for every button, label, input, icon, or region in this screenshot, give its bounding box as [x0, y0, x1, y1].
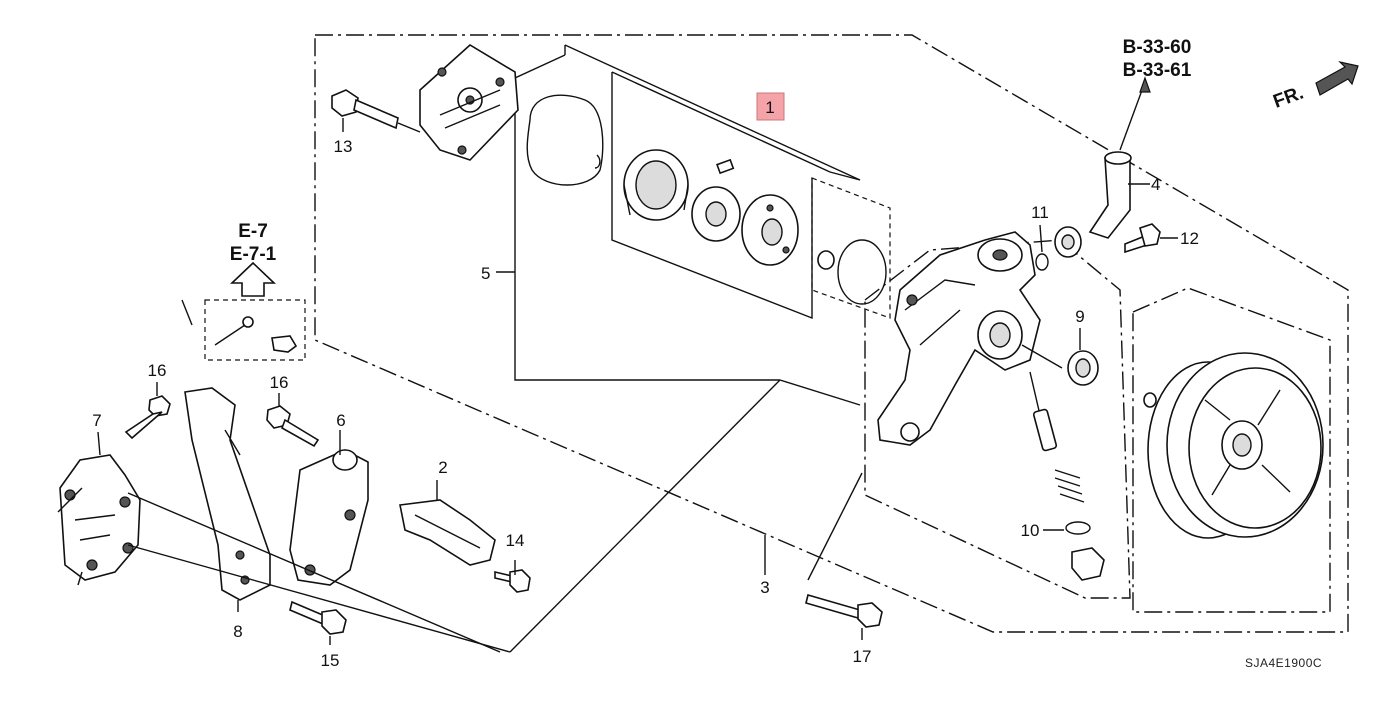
ref-b-33-61: B-33-61: [1123, 60, 1192, 81]
cam-ring-part: [623, 149, 689, 221]
pulley-box-outline: [1132, 287, 1331, 613]
rear-cover-part: [419, 44, 519, 161]
callout-12: 12: [1180, 229, 1199, 248]
bolt-17: [805, 594, 883, 628]
callout-2: 2: [438, 458, 447, 477]
bolt-13: [331, 89, 421, 133]
callout-14: 14: [506, 531, 525, 550]
suction-joint-part: [1054, 151, 1132, 258]
pulley-part: [1143, 352, 1324, 539]
callout-1: 1: [765, 98, 774, 117]
callout-3: 3: [760, 578, 769, 597]
ref-b-33-60: B-33-60: [1123, 37, 1192, 58]
bracket-8: [184, 387, 271, 601]
bolt-12: [1124, 223, 1161, 254]
callout-13: 13: [334, 137, 353, 156]
bolt-16a: [124, 395, 171, 440]
front-arrow-label: FR.: [1271, 82, 1307, 112]
callout-10: 10: [1021, 521, 1040, 540]
callout-4: 4: [1151, 175, 1160, 194]
callout-5: 5: [481, 264, 490, 283]
bracket-7: [59, 454, 141, 581]
ref-e-7-1: E-7-1: [230, 244, 277, 265]
callout-8: 8: [233, 622, 242, 641]
bolt-14: [494, 569, 531, 593]
ground-strap-part: [214, 316, 298, 353]
oil-seal-9: [1067, 350, 1099, 386]
rotor-part: [691, 186, 741, 242]
callout-17: 17: [853, 647, 872, 666]
callout-7: 7: [92, 411, 101, 430]
seal-kit-dashed-box: [811, 177, 891, 319]
callout-16b: 16: [270, 373, 289, 392]
pump-body-part: [877, 231, 1041, 446]
pump-body-box-outline: [864, 239, 1131, 599]
side-plate-part: [741, 194, 799, 266]
bolt-16b: [266, 405, 320, 448]
callout-11: 11: [1031, 203, 1049, 222]
kit-bracket-outline: [514, 54, 780, 381]
callout-16a: 16: [148, 361, 167, 380]
callout-15: 15: [321, 651, 340, 670]
callout-6: 6: [336, 411, 345, 430]
small-seal: [817, 250, 835, 270]
relief-valve-part: [1029, 371, 1105, 581]
large-o-ring: [526, 94, 604, 186]
callout-9: 9: [1075, 307, 1084, 326]
front-arrow-icon: [1315, 60, 1359, 96]
diagram-code: SJA4E1900C: [1245, 656, 1322, 670]
up-arrow-icon: [230, 261, 276, 297]
callout-1-highlight: [756, 92, 785, 121]
medium-o-ring: [837, 239, 887, 305]
bolt-15: [289, 600, 347, 635]
bracket-6: [289, 449, 369, 586]
assembly-outline: [314, 34, 1349, 633]
bracket-2: [399, 499, 496, 566]
vane-part: [716, 158, 735, 175]
ground-strap-box: [204, 299, 306, 361]
o-ring-11: [1035, 253, 1049, 271]
ref-e-7: E-7: [238, 221, 268, 242]
